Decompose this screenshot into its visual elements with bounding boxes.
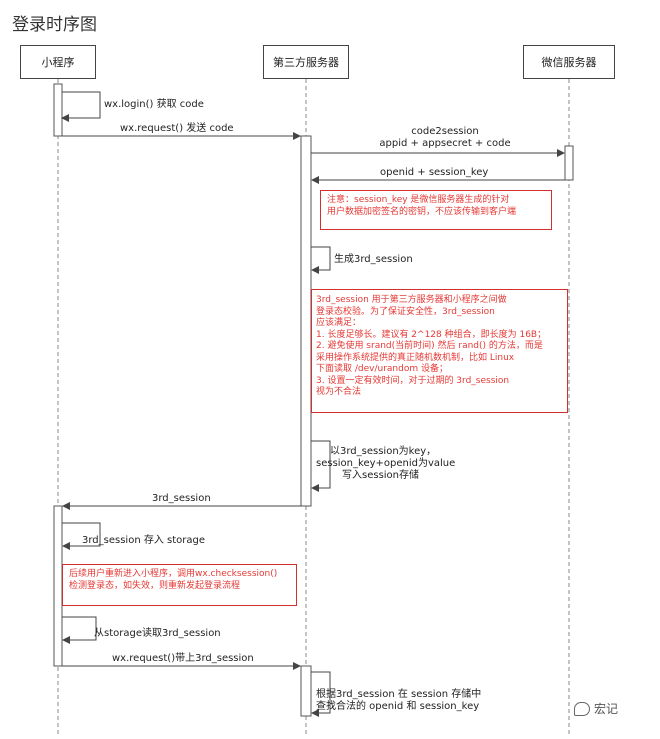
arrow-store-storage [62, 522, 101, 550]
activation-wechat-1 [564, 145, 574, 181]
label-wx-request-code: wx.request() 发送 code [120, 123, 234, 134]
label-code2session-2: appid + appsecret + code [379, 138, 511, 149]
label-write-3: 写入session存储 [342, 470, 420, 481]
note-requirements-line: 3rd_session 用于第三方服务器和小程序之间做 [316, 295, 507, 305]
note-requirements-line: 3. 设置一定有效时间，对于过期的 3rd_session [316, 375, 510, 386]
note-requirements-line: 视为不合法 [316, 387, 362, 397]
note-3rd-session-requirements: 3rd_session 用于第三方服务器和小程序之间做 登录态校验。为了保证安全… [311, 289, 568, 413]
note-requirements-line: 登录态校验。为了保证安全性，3rd_session [316, 306, 495, 317]
note-requirements-line: 下面读取 /dev/urandom 设备； [316, 364, 448, 374]
diagram-title: 登录时序图 [12, 15, 97, 35]
label-write-session-store: 以3rd_session为key， session_key+openid为val… [316, 446, 455, 482]
note-session-key-line: 用户数据加密签名的密钥，不应该传输到客户端 [327, 206, 517, 217]
label-code2session: code2session appid + appsecret + code [370, 126, 520, 150]
arrow-read-storage [62, 616, 97, 644]
label-3rd-session-return: 3rd_session [152, 493, 211, 504]
chat-bubble-icon [574, 701, 590, 716]
note-requirements-line: 1. 长度足够长。建议有 2^128 种组合，即长度为 16B； [316, 329, 547, 340]
label-store-storage: 3rd_session 存入 storage [82, 535, 206, 546]
note-requirements-line: 2. 避免使用 srand(当前时间) 然后 rand() 的方法，而是 [316, 341, 543, 351]
actor-wechat-server: 微信服务器 [523, 45, 615, 79]
arrow-lookup-session [311, 671, 331, 717]
arrow-write-session-store [311, 440, 331, 492]
arrow-wx-login [61, 91, 101, 122]
note-session-key: 注意：session_key 是微信服务器生成的针对 用户数据加密签名的密钥，不… [320, 190, 552, 230]
watermark-text: 宏记 [594, 702, 619, 716]
arrow-generate-3rd-session [311, 246, 331, 274]
note-check-session-line: 后续用户重新进入小程序，调用wx.checksession() [69, 569, 278, 579]
note-check-session: 后续用户重新进入小程序，调用wx.checksession() 检测登录态，如失… [62, 564, 297, 606]
note-requirements-line: 采用操作系统提供的真正随机数机制，比如 Linux [316, 352, 515, 363]
label-wx-request-3rd-session: wx.request()带上3rd_session [112, 653, 254, 664]
actor-mini-program: 小程序 [20, 45, 96, 79]
activation-mini-program-1 [53, 83, 63, 137]
actor-third-party-server: 第三方服务器 [263, 45, 349, 79]
label-wx-login: wx.login() 获取 code [104, 99, 204, 110]
activation-server-1 [300, 135, 312, 507]
watermark: 宏记 [574, 700, 618, 717]
note-requirements-line: 应该满足： [316, 318, 362, 328]
label-generate-3rd-session: 生成3rd_session [334, 254, 413, 265]
label-lookup-2: 查找合法的 openid 和 session_key [316, 701, 480, 712]
activation-mini-program-2 [53, 505, 63, 667]
label-write-2: session_key+openid为value [316, 458, 456, 469]
label-lookup-session: 根据3rd_session 在 session 存储中 查找合法的 openid… [316, 689, 481, 713]
label-read-storage: 从storage读取3rd_session [94, 628, 221, 639]
note-session-key-line: 注意：session_key 是微信服务器生成的针对 [327, 195, 510, 205]
label-openid-session-key: openid + session_key [380, 167, 489, 178]
note-check-session-line: 检测登录态，如失效，则重新发起登录流程 [69, 580, 241, 591]
label-lookup-1: 根据3rd_session 在 session 存储中 [316, 689, 482, 700]
activation-server-2 [300, 665, 312, 717]
label-write-1: 以3rd_session为key， [330, 446, 437, 457]
label-code2session-1: code2session [411, 126, 479, 137]
